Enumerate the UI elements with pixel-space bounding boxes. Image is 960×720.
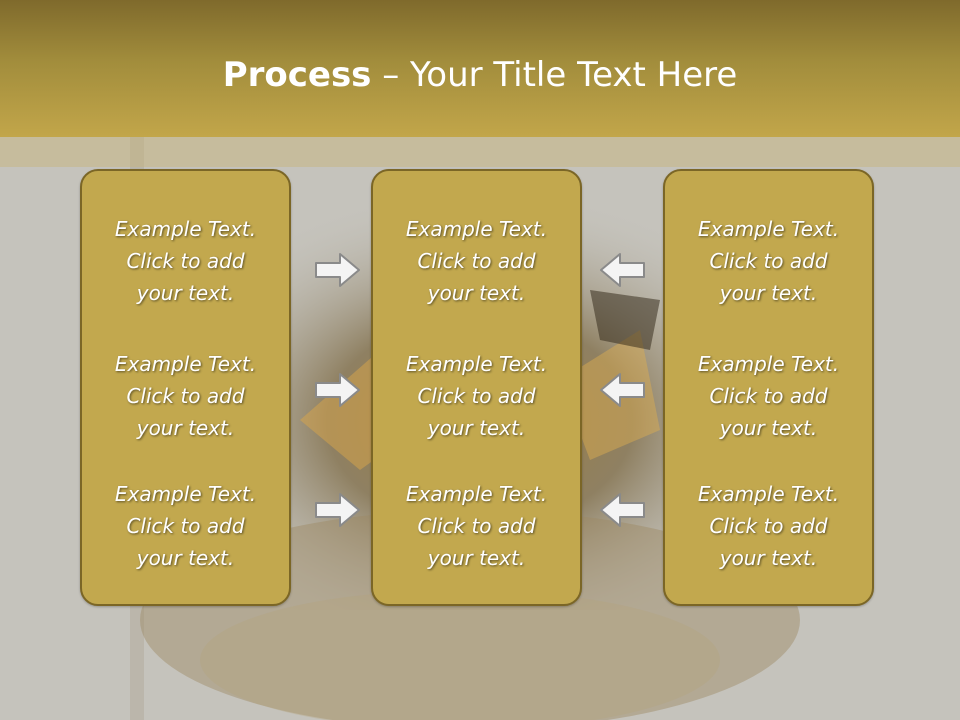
slide-title[interactable]: Process – Your Title Text Here — [0, 52, 960, 98]
text-line: Example Text. — [114, 217, 257, 241]
text-line: your text. — [719, 416, 818, 440]
text-line: Example Text. — [114, 352, 257, 376]
text-line: your text. — [719, 546, 818, 570]
text-line: Example Text. — [405, 482, 548, 506]
text-line: Example Text. — [114, 482, 257, 506]
text-line: Click to add — [417, 384, 536, 408]
text-block[interactable]: Example Text. Click to add your text. — [665, 213, 872, 309]
text-block[interactable]: Example Text. Click to add your text. — [373, 478, 580, 574]
title-bold-part: Process — [222, 55, 372, 95]
arrow-right-icon — [315, 373, 360, 407]
text-line: Click to add — [126, 514, 245, 538]
text-block[interactable]: Example Text. Click to add your text. — [665, 348, 872, 444]
process-box-center[interactable]: Example Text. Click to add your text. Ex… — [371, 169, 582, 606]
text-line: your text. — [719, 281, 818, 305]
text-block[interactable]: Example Text. Click to add your text. — [82, 348, 289, 444]
text-line: Click to add — [126, 384, 245, 408]
text-line: Example Text. — [697, 482, 840, 506]
title-strip — [0, 137, 960, 167]
text-line: Click to add — [709, 384, 828, 408]
text-block[interactable]: Example Text. Click to add your text. — [82, 213, 289, 309]
arrow-right-icon — [315, 253, 360, 287]
arrow-left-icon — [600, 373, 645, 407]
text-line: your text. — [136, 281, 235, 305]
text-block[interactable]: Example Text. Click to add your text. — [665, 478, 872, 574]
arrow-right-icon — [315, 493, 360, 527]
text-line: Example Text. — [697, 217, 840, 241]
process-box-left[interactable]: Example Text. Click to add your text. Ex… — [80, 169, 291, 606]
text-line: your text. — [136, 416, 235, 440]
text-line: Example Text. — [697, 352, 840, 376]
text-block[interactable]: Example Text. Click to add your text. — [82, 478, 289, 574]
arrow-left-icon — [600, 493, 645, 527]
text-line: Click to add — [417, 249, 536, 273]
title-rest-part: – Your Title Text Here — [371, 55, 738, 95]
text-line: Example Text. — [405, 352, 548, 376]
text-line: Click to add — [709, 249, 828, 273]
text-block[interactable]: Example Text. Click to add your text. — [373, 348, 580, 444]
text-line: Example Text. — [405, 217, 548, 241]
text-line: your text. — [427, 416, 526, 440]
text-line: your text. — [427, 281, 526, 305]
text-block[interactable]: Example Text. Click to add your text. — [373, 213, 580, 309]
text-line: Click to add — [417, 514, 536, 538]
text-line: Click to add — [709, 514, 828, 538]
text-line: Click to add — [126, 249, 245, 273]
process-box-right[interactable]: Example Text. Click to add your text. Ex… — [663, 169, 874, 606]
text-line: your text. — [427, 546, 526, 570]
title-bar — [0, 0, 960, 137]
arrow-left-icon — [600, 253, 645, 287]
text-line: your text. — [136, 546, 235, 570]
